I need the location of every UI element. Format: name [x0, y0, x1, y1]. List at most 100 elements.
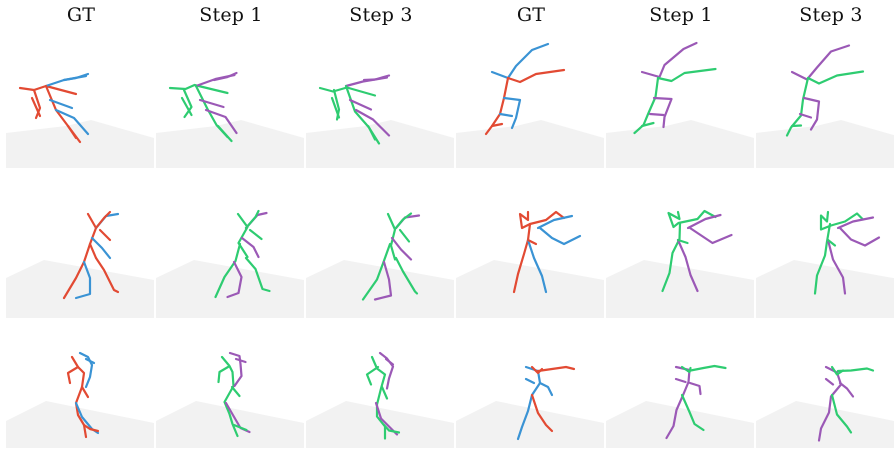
skeleton-limb	[676, 238, 689, 245]
skeleton-limb	[526, 238, 538, 246]
skeleton-limb	[824, 377, 835, 386]
skeleton-limb	[82, 423, 100, 433]
skeleton-limb	[366, 124, 381, 145]
skeleton-limb	[688, 226, 733, 245]
panel-r1-c4	[456, 42, 604, 168]
skeleton-limb	[80, 385, 90, 399]
floor-plane	[156, 120, 304, 168]
skeleton-limb	[86, 212, 98, 260]
skeleton-limb	[512, 222, 532, 294]
panel-r3-c6	[756, 365, 894, 448]
floor-plane	[756, 120, 894, 168]
skeleton-limb	[226, 260, 243, 299]
skeleton-limb	[354, 108, 391, 137]
skeleton-limb	[686, 364, 727, 373]
skeleton-limb	[518, 210, 566, 230]
skeleton-limb	[348, 98, 373, 111]
skeleton-limb	[70, 355, 88, 439]
floor-plane	[156, 401, 304, 448]
skeleton-limb	[54, 108, 90, 136]
skeleton-limb	[826, 238, 847, 295]
skeleton-limb	[66, 365, 80, 385]
skeleton-limb	[244, 209, 260, 230]
skeleton-limb	[240, 236, 260, 259]
skeleton-limb	[234, 357, 247, 364]
skeleton-limb	[230, 385, 241, 398]
floor-plane	[606, 120, 754, 168]
skeleton-limb	[216, 124, 233, 143]
skeleton-limb	[676, 238, 699, 293]
skeleton-limb	[686, 213, 722, 230]
column-header-step3-left: Step 3	[349, 4, 413, 26]
column-header-gt-right: GT	[516, 4, 546, 26]
skeleton-limb	[661, 222, 682, 293]
skeleton-limb	[398, 228, 411, 243]
skeleton-limb	[506, 68, 566, 84]
skeleton-limb	[168, 83, 229, 95]
floor-plane	[606, 260, 754, 318]
skeleton-limb	[490, 42, 550, 80]
skeleton-limb	[365, 365, 380, 386]
skeleton-limb	[212, 71, 238, 82]
column-header-step1-right: Step 1	[649, 4, 713, 26]
skeleton-limb	[530, 393, 554, 433]
skeleton-limb	[498, 112, 514, 118]
floor-plane	[6, 120, 154, 168]
skeleton-limb	[382, 423, 401, 434]
skeleton-limb	[18, 84, 78, 96]
skeleton-limb	[667, 209, 717, 229]
panel-r3-c4	[456, 365, 604, 448]
skeleton-limb	[228, 351, 243, 388]
skeleton-limb	[680, 393, 705, 432]
skeleton-limb	[66, 124, 82, 144]
skeleton-limb	[502, 96, 522, 130]
floor-plane	[456, 401, 604, 448]
skeleton-limb	[373, 260, 393, 301]
skeleton-limb	[826, 238, 837, 247]
skeleton-limb	[688, 381, 702, 396]
panel-r1-c2	[156, 71, 304, 168]
skeleton-limb	[836, 367, 875, 373]
skeleton-limb	[798, 112, 813, 119]
skeleton-limb	[220, 355, 239, 438]
skeleton-limb	[633, 76, 660, 135]
skeleton-limb	[674, 377, 687, 384]
skeleton-limb	[640, 41, 698, 79]
skeleton-limb	[94, 210, 112, 230]
skeleton-limb	[32, 88, 42, 120]
skeleton-limb	[526, 238, 548, 294]
floor-plane	[6, 260, 154, 318]
skeleton-limb	[819, 210, 865, 231]
skeleton-limb	[361, 242, 392, 301]
skeleton-limb	[384, 357, 395, 366]
skeleton-limb	[813, 222, 832, 295]
skeleton-limb	[330, 96, 341, 119]
skeleton-limb	[680, 365, 692, 374]
floor-plane	[456, 120, 604, 168]
skeleton-limb	[530, 365, 544, 375]
skeleton-limb	[524, 377, 536, 385]
skeleton-limb	[62, 72, 90, 82]
panel-r1-c1	[6, 72, 154, 168]
skeleton-limb	[785, 76, 810, 137]
skeleton-limb	[652, 96, 673, 129]
skeleton-limb	[648, 112, 665, 117]
skeleton-limb	[790, 124, 803, 128]
column-header-step1-left: Step 1	[199, 4, 263, 26]
skeleton-limb	[830, 365, 845, 376]
skeleton-limb	[248, 228, 263, 241]
skeleton-limb	[84, 357, 96, 365]
floor-plane	[606, 401, 754, 448]
skeleton-limb	[204, 108, 238, 135]
floor-plane	[756, 260, 894, 318]
panel-r2-c4	[456, 210, 604, 318]
skeleton-limb	[74, 260, 92, 300]
skeleton-limb	[536, 365, 576, 373]
skeleton-limb	[98, 228, 112, 242]
skeleton-limb	[817, 365, 843, 442]
skeleton-limb	[236, 212, 249, 259]
skeleton-limb	[390, 236, 413, 261]
skeleton-limb	[48, 98, 74, 110]
panel-r2-c5	[606, 209, 754, 318]
